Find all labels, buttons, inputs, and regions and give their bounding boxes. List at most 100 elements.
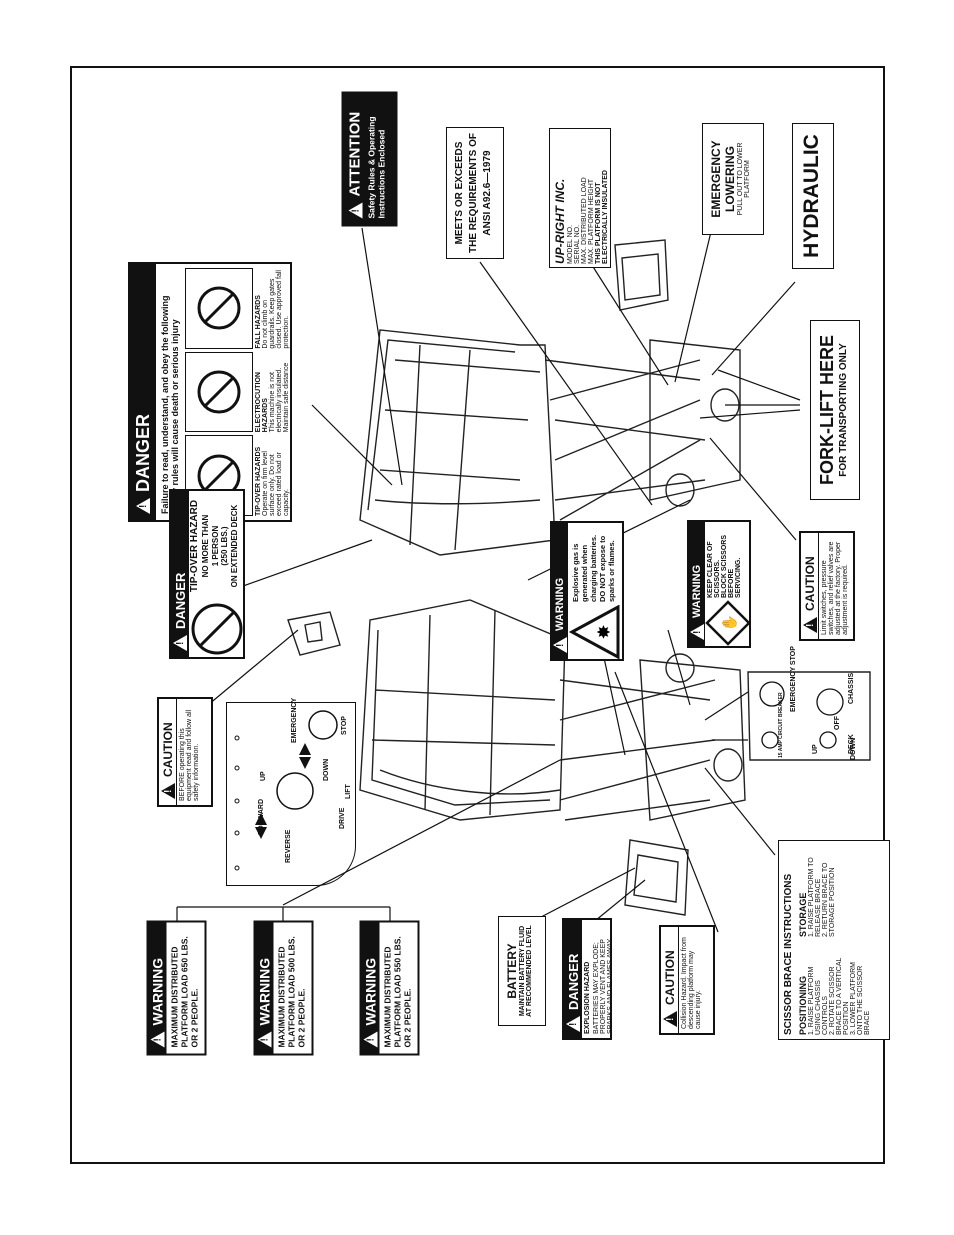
storage-step: 2. RETURN BRACE TO STORAGE POSITION — [822, 862, 836, 937]
caution-text: Limit switches, pressure switches, and r… — [821, 541, 849, 635]
hydraulic-fluid-text: HYDRAULIC FLUID — [800, 134, 823, 258]
battery-title: BATTERY — [505, 943, 519, 999]
scissor-brace-title: SCISSOR BRACE INSTRUCTIONS — [783, 873, 794, 1035]
page-frame — [70, 66, 885, 1164]
ansi-decal: MEETS OR EXCEEDS THE REQUIREMENTS OF ANS… — [446, 127, 504, 259]
danger-battery-line: EXPLOSION HAZARD — [584, 961, 591, 1034]
caution-text: Collision Hazard. Impact from descending… — [681, 937, 702, 1029]
caution-heading: CAUTION — [802, 556, 817, 611]
warning-load-550-decal: !WARNING MAXIMUM DISTRIBUTED PLATFORM LO… — [359, 920, 420, 1056]
circuit-breaker-label: 15 AMP CIRCUIT BREAKER — [778, 692, 784, 758]
caution-heading: CAUTION — [160, 722, 175, 777]
storage-heading: STORAGE — [798, 892, 808, 937]
tipover-line: ON EXTENDED DECK — [229, 504, 239, 588]
attention-decal: !ATTENTION Safety Rules & Operating Inst… — [341, 91, 398, 227]
battery-fluid-decal: BATTERY MAINTAIN BATTERY FLUID AT RECOMM… — [498, 916, 546, 1026]
hazard-text: Operate on firm level surface only. Do n… — [261, 451, 290, 516]
attention-heading: ATTENTION — [346, 111, 364, 197]
svg-text:✸: ✸ — [594, 624, 615, 639]
warning-load-650-decal: !WARNING MAXIMUM DISTRIBUTED PLATFORM LO… — [146, 920, 207, 1056]
emergency-lowering-sub: PULL OUT TO LOWER PLATFORM — [737, 142, 751, 216]
warning-heading: WARNING — [362, 957, 379, 1026]
ansi-line: THE REQUIREMENTS OF — [468, 133, 479, 254]
ansi-line: MEETS OR EXCEEDS — [454, 141, 465, 245]
scissors-line: SCISSORS. — [714, 559, 721, 598]
plate-row: MAX. PLATFORM HEIGHT — [588, 178, 595, 264]
emergency-label: EMERGENCY — [291, 697, 298, 743]
danger-intro: Failure to read, understand, and obey th… — [160, 295, 181, 514]
caution-text: BEFORE operating this equipment read and… — [179, 709, 200, 801]
down-label: DOWN — [850, 737, 857, 760]
scissors-line: BEFORE — [728, 568, 735, 598]
danger-battery-line: BATTERIES MAY EXPLODE; PROPERLY VENT AND… — [593, 938, 612, 1034]
upright-nameplate-decal: UP-RIGHT INC. MODEL NO. SERIAL NO. MAX. … — [549, 128, 611, 268]
plate-footer: THIS PLATFORM IS NOT ELECTRICALLY INSULA… — [595, 170, 609, 264]
emergency-lowering-decal: EMERGENCY LOWERING PULL OUT TO LOWER PLA… — [702, 123, 764, 235]
fork-lift-sub: FOR TRANSPORTING ONLY — [838, 343, 849, 477]
battery-line: MAINTAIN BATTERY FLUID — [519, 925, 526, 1017]
platform-control-panel: FORWARD REVERSE UP DOWN DRIVE LIFT EMERG… — [226, 698, 356, 886]
no-tip-over-icon — [191, 603, 243, 655]
danger-tipover-heading: DANGER — [172, 572, 188, 629]
forward-label: FORWARD — [258, 798, 265, 835]
emergency-lowering-line: LOWERING — [723, 146, 737, 212]
drive-label: DRIVE — [339, 807, 346, 829]
warning-heading: WARNING — [149, 957, 166, 1026]
hazard-title: ELECTROCUTION HAZARDS — [254, 372, 269, 433]
ansi-line: ANSI A92.6—1979 — [482, 150, 493, 236]
positioning-heading: POSITIONING — [798, 975, 808, 1035]
storage-step: 1. RAISE PLATFORM TO RELEASE BRACE — [808, 857, 822, 937]
caution-read-manual-decal: !CAUTION BEFORE operating this equipment… — [157, 697, 213, 807]
hazard-text: Do not climb on guardrails. Keep gates c… — [261, 270, 290, 349]
plate-row: MODEL NO. — [567, 224, 574, 264]
upright-brand: UP-RIGHT INC. — [553, 178, 567, 264]
scissors-line: KEEP CLEAR OF — [707, 541, 714, 598]
warning-scissors-decal: !WARNING ✋ KEEP CLEAR OF SCISSORS. BLOCK… — [687, 520, 751, 648]
load-line: OR 2 PEOPLE. — [296, 988, 307, 1048]
scissor-brace-instructions-decal: SCISSOR BRACE INSTRUCTIONS POSITIONING 1… — [778, 840, 890, 1040]
up-label: UP — [260, 771, 267, 781]
battery-line: AT RECOMMENDED LEVEL — [526, 925, 533, 1017]
svg-text:✋: ✋ — [721, 614, 738, 631]
warning-battery-text: Explosive gas is generated when charging… — [571, 534, 616, 602]
down-label: DOWN — [323, 758, 330, 781]
plate-row: SERIAL NO. — [574, 224, 581, 264]
tipover-line: 1 PERSON — [210, 525, 220, 567]
tipover-line: NO MORE THAN — [201, 514, 210, 578]
load-line: OR 2 PEOPLE. — [402, 988, 413, 1048]
warning-heading: WARNING — [256, 957, 273, 1026]
load-line: OR 2 PEOPLE. — [189, 988, 200, 1048]
hazard-title: FALL HAZARDS — [254, 295, 262, 349]
hazard-text: This machine is not electrically insulat… — [268, 362, 292, 433]
caution-adjustment-decal: !CAUTION Limit switches, pressure switch… — [799, 531, 855, 641]
warning-load-500-decal: !WARNING MAXIMUM DISTRIBUTED PLATFORM LO… — [253, 920, 314, 1056]
attention-line: Instructions Enclosed — [376, 129, 387, 219]
caution-heading: CAUTION — [662, 950, 677, 1005]
plate-row: MAX. DISTRIBUTED LOAD — [581, 177, 588, 264]
scissors-line: SERVICING. — [735, 557, 742, 598]
warning-heading: WARNING — [554, 577, 566, 631]
chassis-control-panel: EMERGENCY STOP CHASSIS OFF DECK UP DOWN … — [750, 646, 870, 760]
danger-heading: DANGER — [132, 413, 153, 492]
emergency-stop-label: EMERGENCY STOP — [790, 646, 797, 712]
danger-tipover-decal: !DANGER TIP-OVER HAZARD NO MORE THAN 1 P… — [169, 489, 245, 659]
hazard-title: TIP-OVER HAZARDS — [254, 446, 262, 516]
no-fall-icon — [184, 267, 253, 349]
hand-crush-icon: ✋ — [705, 600, 751, 646]
positioning-step: 3. LOWER PLATFORM ONTO THE SCISSOR BRACE — [850, 962, 871, 1035]
positioning-step: 1. RAISE PLATFORM USING CHASSIS CONTROLS — [808, 966, 829, 1035]
scissors-line: BLOCK SCISSORS — [721, 534, 728, 598]
tipover-line: TIP-OVER HAZARD — [189, 499, 200, 593]
no-electrocution-icon — [184, 351, 253, 433]
lift-label: LIFT — [345, 784, 352, 799]
warning-heading: WARNING — [691, 564, 703, 618]
attention-line: Safety Rules & Operating — [366, 116, 377, 219]
danger-heading: DANGER — [565, 953, 581, 1010]
fork-lift-line: FORK-LIFT HERE — [817, 335, 837, 485]
emergency-lowering-line: EMERGENCY — [709, 140, 723, 218]
positioning-step: 2. ROTATE SCISSOR BRACE TO A VERTICAL PO… — [829, 957, 850, 1035]
danger-battery-explosion-decal: !DANGER EXPLOSION HAZARD BATTERIES MAY E… — [562, 918, 612, 1040]
reverse-label: REVERSE — [285, 829, 292, 863]
hydraulic-fluid-decal: HYDRAULIC FLUID — [792, 123, 834, 269]
warning-battery-gas-decal: !WARNING ✸ Explosive gas is generated wh… — [550, 521, 624, 661]
